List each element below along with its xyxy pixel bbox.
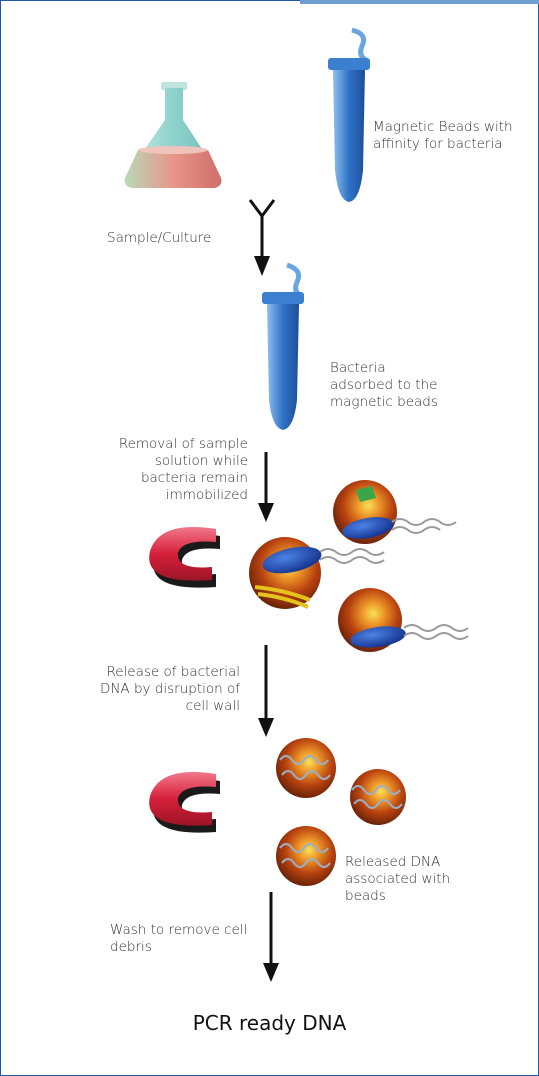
flask-icon [125, 82, 222, 188]
label-magnetic-beads: Magnetic Beads with affinity for bacteri… [373, 119, 533, 153]
arrow-head [254, 256, 270, 276]
bead-icon [350, 769, 406, 825]
label-release: Release of bacterial DNA by disruption o… [90, 664, 240, 715]
tube-icon [262, 265, 304, 430]
label-bacteria-adsorbed: Bacteria adsorbed to the magnetic beads [330, 360, 450, 411]
bead-icon [276, 738, 336, 798]
label-removal: Removal of sample solution while bacteri… [98, 436, 248, 504]
bead-icon [276, 826, 336, 886]
label-wash: Wash to remove cell debris [110, 922, 250, 956]
magnet-icon [149, 772, 220, 833]
arrow-down-icon [250, 200, 274, 258]
top-tab-strip [300, 0, 539, 4]
label-sample-culture: Sample/Culture [107, 230, 247, 247]
magnet-icon [149, 527, 220, 588]
label-released-dna: Released DNA associated with beads [345, 854, 465, 905]
tube-icon [328, 30, 370, 202]
result-title: PCR ready DNA [0, 1011, 539, 1035]
arrow-head [263, 963, 279, 982]
arrow-head [258, 718, 274, 737]
arrow-head [258, 503, 274, 522]
